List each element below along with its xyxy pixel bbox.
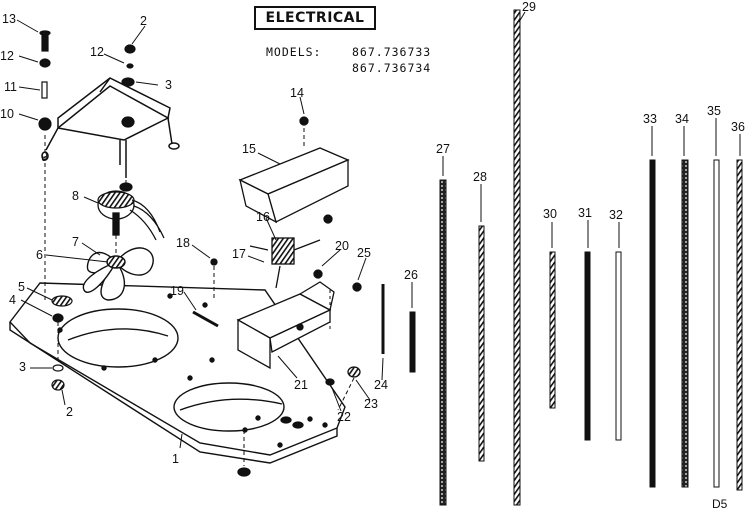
part-label-9: 9	[41, 150, 48, 164]
junction-box	[210, 116, 350, 289]
part-label-24: 24	[374, 378, 388, 392]
part-label-13: 13	[2, 12, 16, 26]
part-label-22: 22	[337, 410, 351, 424]
model-number-2: 867.736734	[352, 61, 432, 75]
models-label: MODELS:	[266, 45, 322, 59]
left-fasteners	[51, 44, 136, 391]
part-label-10: 10	[0, 107, 14, 121]
part-label-33: 33	[643, 112, 657, 126]
screw-stack	[38, 30, 52, 131]
part-label-1: 1	[172, 452, 179, 466]
leader-lines	[16, 11, 741, 449]
part-label-27: 27	[436, 142, 450, 156]
part-label-19: 19	[170, 284, 184, 298]
part-label-34: 34	[675, 112, 689, 126]
part-label-12b: 12	[90, 45, 104, 59]
diagram-title: ELECTRICAL	[254, 6, 376, 30]
fan-motor	[97, 190, 165, 241]
terminal-bracket	[192, 269, 385, 477]
part-label-17: 17	[232, 247, 246, 261]
part-label-23: 23	[364, 397, 378, 411]
part-label-3b: 3	[19, 360, 26, 374]
part-label-31: 31	[578, 206, 592, 220]
part-label-8: 8	[72, 189, 79, 203]
part-label-25: 25	[357, 246, 371, 260]
part-label-3: 3	[165, 78, 172, 92]
part-label-5: 5	[18, 280, 25, 294]
part-label-12: 12	[0, 49, 14, 63]
part-label-32: 32	[609, 208, 623, 222]
part-label-35: 35	[707, 104, 721, 118]
part-label-15: 15	[242, 142, 256, 156]
part-label-6: 6	[36, 248, 43, 262]
motor-bracket	[41, 77, 180, 178]
part-label-14: 14	[290, 86, 304, 100]
part-label-21: 21	[294, 378, 308, 392]
part-label-29: 29	[522, 0, 536, 14]
part-label-2: 2	[140, 14, 147, 28]
wire-harnesses	[409, 9, 743, 506]
part-label-30: 30	[543, 207, 557, 221]
part-label-16: 16	[256, 210, 270, 224]
assembly-lines	[44, 128, 355, 466]
part-label-20: 20	[335, 239, 349, 253]
diagram-code: D5	[712, 497, 728, 511]
model-number-1: 867.736733	[352, 45, 432, 59]
part-label-2b: 2	[66, 405, 73, 419]
part-label-11: 11	[4, 80, 17, 94]
part-label-4: 4	[9, 293, 16, 307]
fan-blade	[82, 247, 154, 301]
part-label-26: 26	[404, 268, 418, 282]
part-label-7: 7	[72, 235, 79, 249]
part-label-28: 28	[473, 170, 487, 184]
part-label-36: 36	[731, 120, 745, 134]
part-label-18: 18	[176, 236, 190, 250]
